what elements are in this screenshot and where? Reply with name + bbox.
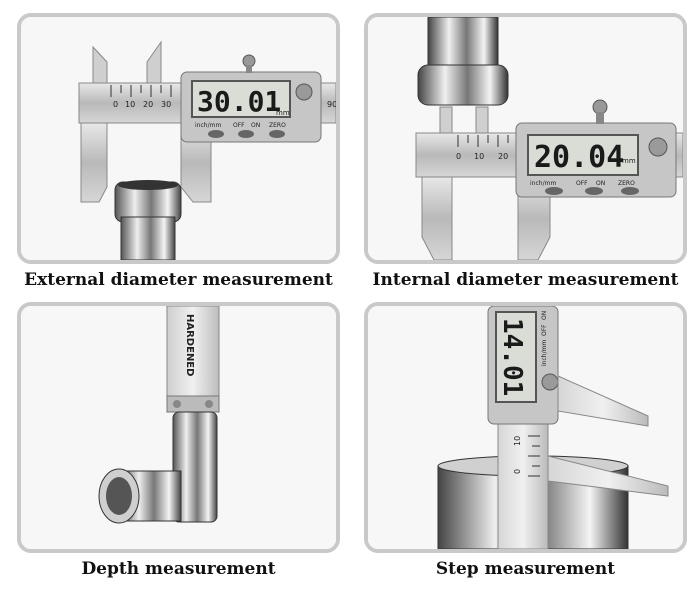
button-label: ZERO [618, 180, 635, 187]
panel-caption: External diameter measurement [24, 270, 333, 290]
panel-caption: Depth measurement [81, 559, 276, 579]
button-label: ON [251, 122, 260, 129]
button-label: ON [596, 180, 605, 187]
button-label: inch/mm [195, 122, 221, 129]
panel-step: 0 10 14.01 inch/mm OFF ON [364, 302, 687, 553]
scale-label: 0 [513, 469, 522, 474]
panel-internal-diameter: 0 10 20 20.04 mm inch/mm OFF ON ZERO [364, 13, 687, 264]
scale-label: 30 [161, 100, 171, 109]
scale-label: 20 [498, 152, 508, 161]
scale-label: 90 [327, 100, 336, 109]
caliper-internal-illustration: 0 10 20 20.04 mm inch/mm OFF ON ZERO [368, 17, 683, 260]
lcd-reading: 30.01 [197, 85, 281, 118]
button-label: OFF [233, 122, 245, 129]
button-label: OFF [576, 180, 588, 187]
panel-depth: HARDENED [17, 302, 340, 553]
caliper-external-illustration: 0 10 20 30 90 30.01 mm inch/mm OFF ON ZE… [21, 17, 336, 260]
panel-caption: Step measurement [435, 559, 616, 579]
scale-label: 10 [513, 436, 522, 446]
lcd-reading: 20.04 [534, 140, 624, 175]
caliper-step-illustration: 0 10 14.01 inch/mm OFF ON [368, 306, 683, 549]
scale-label: 20 [143, 100, 153, 109]
button-label: inch/mm [541, 340, 548, 366]
lcd-unit: mm [622, 157, 636, 165]
scale-label: 0 [456, 152, 461, 161]
scale-label: 10 [125, 100, 135, 109]
scale-label: 10 [474, 152, 484, 161]
panel-caption: Internal diameter measurement [372, 270, 679, 290]
caliper-depth-illustration: HARDENED [21, 306, 336, 549]
scale-label: 0 [113, 100, 118, 109]
button-label: inch/mm [530, 180, 556, 187]
bar-engraving: HARDENED [184, 314, 195, 376]
button-label: ZERO [269, 122, 286, 129]
lcd-unit: mm [276, 109, 290, 117]
button-label: OFF [541, 324, 548, 336]
button-label: ON [541, 311, 548, 320]
lcd-reading: 14.01 [497, 318, 527, 396]
panel-external-diameter: 0 10 20 30 90 30.01 mm inch/mm OFF ON ZE… [17, 13, 340, 264]
